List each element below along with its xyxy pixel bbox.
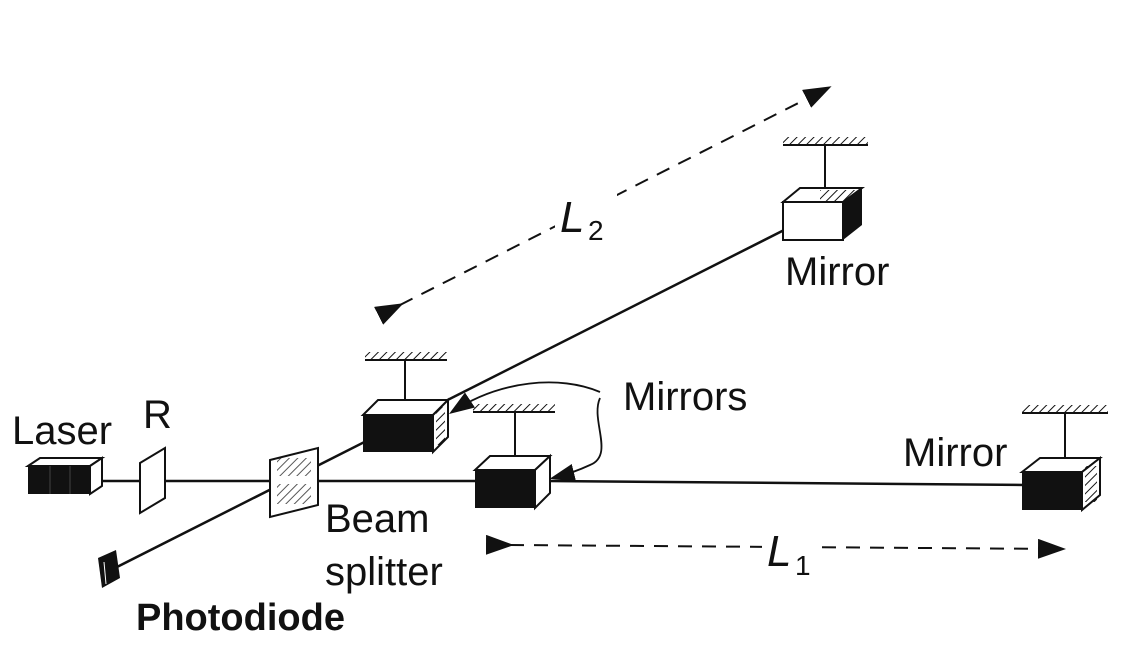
photodiode-device	[98, 550, 120, 588]
splitter-label: splitter	[325, 550, 443, 594]
laser-device	[24, 456, 106, 496]
l2-dimension-arrow	[374, 86, 832, 325]
photodiode-label: Photodiode	[136, 597, 345, 639]
mirror-top	[780, 137, 868, 241]
beam-center-to-right-mirror	[547, 479, 1026, 487]
laser-label: Laser	[12, 409, 112, 453]
l2-label: L 2	[555, 190, 617, 246]
r-plate	[139, 446, 166, 515]
beam-label: Beam	[325, 497, 430, 541]
mirror-right-label: Mirror	[903, 431, 1007, 475]
l1-label: L 1	[762, 525, 812, 581]
mirror-diagonal-near	[360, 352, 451, 455]
beam-splitter	[269, 446, 319, 519]
r-label: R	[143, 393, 172, 437]
mirrors-leader-upper	[449, 381, 601, 414]
l2-main: L	[560, 193, 584, 242]
mirrors-leader-lower	[549, 397, 603, 482]
mirror-top-label: Mirror	[785, 250, 889, 294]
mirror-center	[472, 404, 555, 511]
mirror-right	[1019, 405, 1108, 513]
l1-main: L	[767, 527, 791, 576]
mirrors-label: Mirrors	[623, 375, 747, 419]
l1-sub: 1	[795, 550, 811, 581]
l2-sub: 2	[588, 215, 604, 246]
